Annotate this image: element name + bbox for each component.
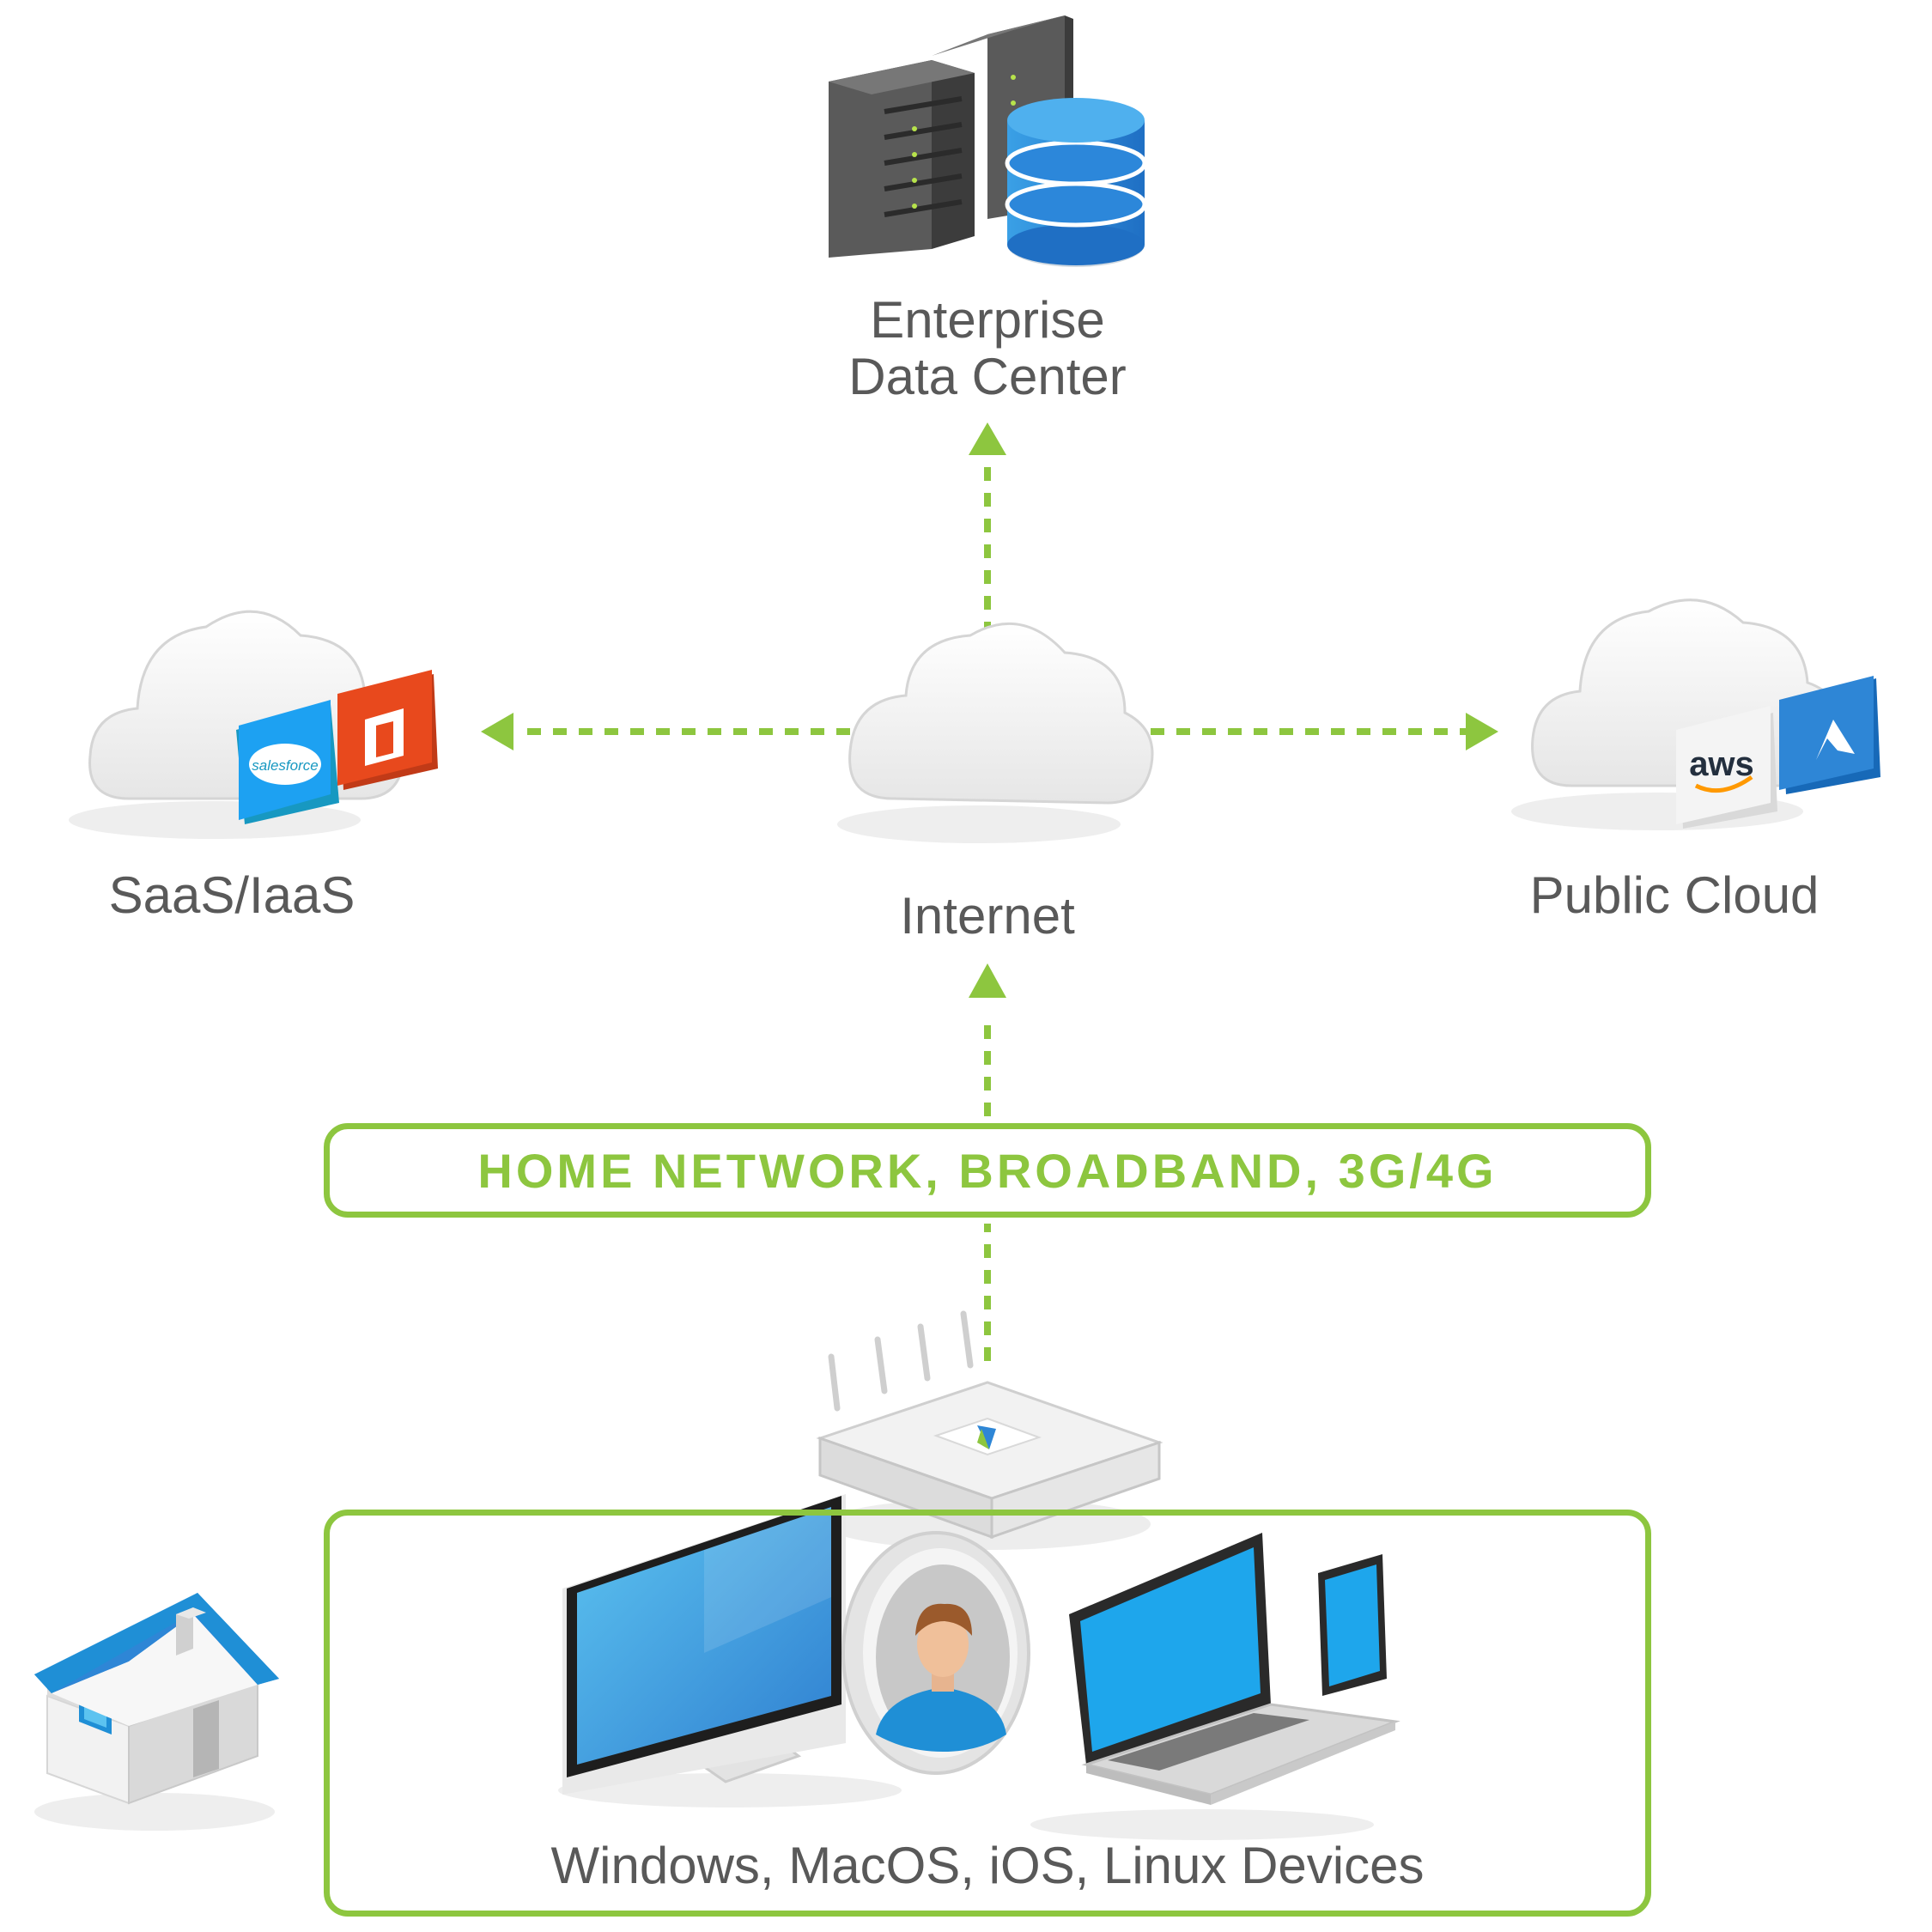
internet-label: Internet bbox=[900, 887, 1075, 945]
house-icon bbox=[34, 1593, 279, 1831]
saas-label: SaaS/IaaS bbox=[108, 866, 355, 924]
phone-icon bbox=[1318, 1554, 1387, 1696]
cloud-icon-internet bbox=[837, 622, 1154, 843]
data-center-label-line1: Enterprise bbox=[870, 291, 1105, 349]
monitor-icon bbox=[558, 1494, 902, 1807]
public-cloud-label: Public Cloud bbox=[1529, 866, 1820, 924]
network-box: HOME NETWORK, BROADBAND, 3G/4G bbox=[324, 1123, 1651, 1218]
database-icon bbox=[1005, 98, 1147, 267]
user-avatar-icon bbox=[841, 1531, 1030, 1775]
connector-arrows bbox=[515, 464, 1468, 1361]
devices-box bbox=[324, 1510, 1651, 1917]
devices-label: Windows, MacOS, iOS, Linux Devices bbox=[550, 1837, 1425, 1894]
salesforce-icon: salesforce bbox=[236, 700, 339, 824]
laptop-icon bbox=[1030, 1533, 1400, 1840]
office-icon bbox=[337, 670, 438, 790]
azure-icon bbox=[1779, 676, 1880, 794]
salesforce-logo-text: salesforce bbox=[252, 757, 318, 774]
data-center-label-line2: Data Center bbox=[848, 348, 1127, 405]
aws-icon: aws bbox=[1676, 706, 1777, 829]
data-center-label: Enterprise Data Center bbox=[848, 292, 1127, 405]
arrow-heads bbox=[481, 422, 1498, 998]
network-box-label: HOME NETWORK, BROADBAND, 3G/4G bbox=[477, 1143, 1498, 1198]
aws-logo-text: aws bbox=[1689, 745, 1754, 783]
